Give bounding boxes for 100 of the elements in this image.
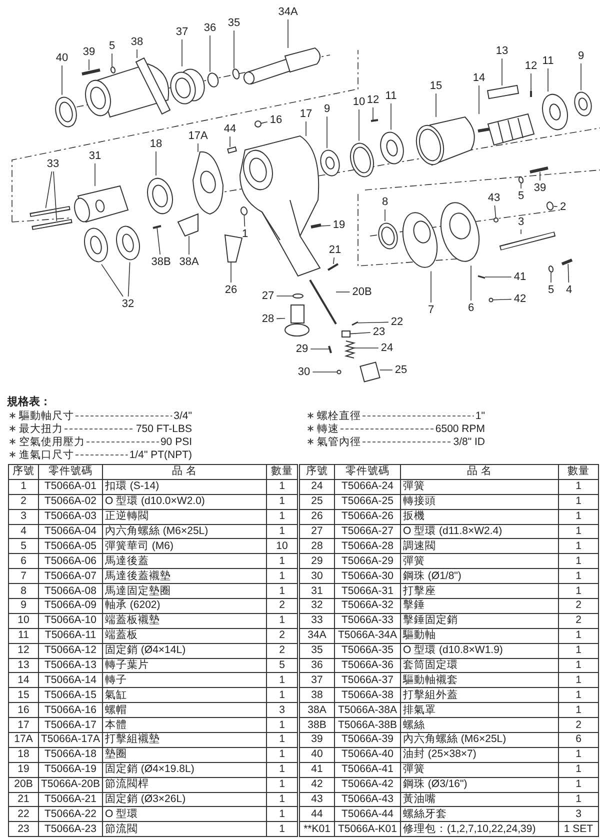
- header-cell: 數量: [558, 464, 598, 480]
- table-cell: 1: [266, 806, 298, 822]
- callout-number: 10: [352, 96, 366, 108]
- header-cell: 數量: [266, 464, 298, 480]
- leader-line: [326, 116, 328, 148]
- table-cell: 1: [558, 688, 598, 703]
- callout-number: 17A: [187, 130, 209, 142]
- table-cell: 打擊組襯墊: [102, 732, 266, 748]
- table-cell: 1: [266, 732, 298, 748]
- part-drawing: [328, 346, 332, 354]
- table-cell: 6: [8, 554, 38, 569]
- table-cell: 30: [298, 568, 334, 584]
- table-cell: T5066A-18: [38, 747, 102, 762]
- table-cell: 1: [558, 658, 598, 673]
- table-cell: T5066A-24: [334, 479, 400, 494]
- part-drawing: [574, 92, 592, 116]
- leader-line: [492, 298, 512, 300]
- table-cell: 7: [8, 568, 38, 584]
- part-drawing: [170, 68, 205, 104]
- table-cell: T5066A-03: [38, 509, 102, 524]
- table-cell: T5066A-02: [38, 494, 102, 510]
- table-cell: 5: [8, 538, 38, 554]
- table-cell: 軸承 (6202): [102, 598, 266, 614]
- callout-number: 39: [82, 46, 96, 58]
- table-cell: 14: [8, 672, 38, 688]
- spec-value: 3/4": [174, 410, 192, 422]
- leader-line: [156, 228, 160, 255]
- callout-number: 24: [380, 342, 394, 354]
- callout-number: 5: [516, 190, 526, 202]
- table-cell: 節流閥桿: [102, 777, 266, 792]
- table-cell: 套筒固定環: [400, 658, 558, 673]
- part-drawing: [309, 279, 337, 325]
- part-drawing: [352, 321, 358, 326]
- callout-number: 26: [224, 284, 238, 296]
- table-cell: 螺絲牙套: [400, 806, 558, 822]
- callout-number: 25: [394, 364, 408, 376]
- table-cell: 18: [8, 747, 38, 762]
- dot-leader: [75, 454, 128, 456]
- table-cell: T5066A-07: [38, 568, 102, 584]
- callout-number: 35: [226, 17, 242, 29]
- table-cell: **K01: [298, 822, 334, 837]
- table-cell: T5066A-36: [334, 658, 400, 673]
- leader-line: [494, 205, 496, 218]
- part-drawing: [310, 224, 322, 228]
- part-drawing: [147, 178, 173, 214]
- callout-number: 5: [546, 284, 556, 296]
- table-cell: 1: [266, 792, 298, 807]
- part-drawing: [494, 218, 498, 222]
- part-drawing: [530, 166, 548, 174]
- table-cell: O 型環 (d10.8×W1.9): [400, 643, 558, 658]
- callout-number: 19: [332, 219, 346, 231]
- table-cell: 34A: [298, 628, 334, 644]
- table-cell: 38: [298, 688, 334, 703]
- table-cell: 10: [266, 538, 298, 554]
- table-cell: 1: [558, 702, 598, 718]
- part-drawing: [542, 94, 568, 130]
- leader-line: [350, 332, 371, 334]
- table-cell: T5066A-38A: [334, 702, 400, 718]
- callout-number: 33: [46, 158, 60, 170]
- table-cell: 43: [298, 792, 334, 807]
- table-cell: T5066A-32: [334, 598, 400, 614]
- table-cell: 3: [266, 702, 298, 718]
- callout-number: 14: [472, 72, 486, 84]
- table-cell: T5066A-33: [334, 613, 400, 628]
- table-cell: T5066A-31: [334, 584, 400, 599]
- table-cell: 氣缸: [102, 688, 266, 703]
- table-cell: T5066A-15: [38, 688, 102, 703]
- table-cell: 1: [558, 538, 598, 554]
- table-cell: 固定銷 (Ø4×19.8L): [102, 762, 266, 778]
- spec-name: 進氣口尺寸: [19, 449, 74, 461]
- table-cell: 20B: [8, 777, 38, 792]
- table-cell: T5066A-10: [38, 613, 102, 628]
- callout-number: 20B: [351, 286, 373, 298]
- part-drawing: [227, 146, 237, 154]
- table-cell: T5066A-30: [334, 568, 400, 584]
- callout-number: 42: [512, 293, 528, 305]
- table-cell: T5066A-01: [38, 479, 102, 494]
- table-cell: 螺帽: [102, 702, 266, 718]
- table-cell: 38A: [298, 702, 334, 718]
- part-drawing: [488, 298, 494, 302]
- callout-number: 12: [524, 60, 538, 72]
- callout-number: 32: [120, 298, 136, 310]
- part-drawing: [344, 340, 356, 358]
- leader-line: [358, 322, 389, 324]
- part-drawing: [327, 263, 339, 271]
- table-cell: T5066A-12: [38, 643, 102, 658]
- table-cell: T5066A-05: [38, 538, 102, 554]
- table-cell: 19: [8, 762, 38, 778]
- part-drawing: [110, 66, 116, 74]
- spec-value: 1/4" PT(NPT): [129, 449, 192, 461]
- table-cell: 驅動軸: [400, 628, 558, 644]
- spec-value: 3/8" ID: [453, 436, 485, 448]
- callout-number: 36: [202, 22, 218, 34]
- table-cell: 21: [8, 792, 38, 807]
- callout-number: 16: [268, 114, 284, 126]
- header-cell: 序號: [298, 464, 334, 480]
- leader-line: [320, 225, 331, 226]
- callout-number: 15: [428, 80, 444, 92]
- leader-line: [260, 122, 268, 124]
- part-drawing: [284, 304, 310, 336]
